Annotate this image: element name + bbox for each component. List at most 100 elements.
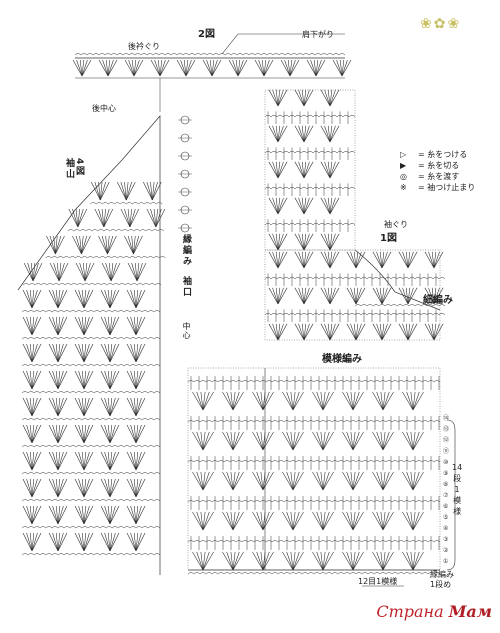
body-middle-panel-fan: [381, 251, 388, 269]
back-neck-fan: [289, 59, 296, 77]
sleeve-fan: [135, 343, 142, 363]
sleeve-fan: [57, 316, 64, 336]
sleeve-fan: [124, 181, 127, 201]
sleeve-fan: [126, 181, 136, 201]
sleeve-fan: [31, 397, 42, 417]
sleeve-fan: [74, 532, 85, 552]
sleeve-fan: [108, 262, 112, 282]
pattern-panel-fan: [196, 551, 204, 571]
sleeve-fan: [56, 262, 60, 282]
body-middle-panel-fan: [329, 323, 336, 341]
body-upper-panel-fan: [277, 125, 281, 143]
pattern-panel-fan: [412, 471, 420, 491]
label-sleeve-cap: 袖山: [64, 158, 74, 180]
body-middle-panel-fan: [324, 251, 331, 269]
sleeve-fan: [29, 316, 33, 336]
pattern-panel-fan: [376, 551, 384, 571]
back-neck-fan: [289, 59, 300, 77]
pattern-panel-fan: [402, 551, 414, 571]
sleeve-fan: [153, 208, 157, 228]
row-number: ①: [443, 558, 448, 565]
row-number: ⑨: [443, 470, 448, 477]
back-neck-fan: [235, 59, 239, 77]
sleeve-fan: [31, 532, 38, 552]
sleeve-fan: [135, 343, 139, 363]
sleeve-fan: [83, 532, 94, 552]
back-neck-fan: [339, 59, 343, 77]
pattern-panel-outline: [187, 367, 441, 571]
body-upper-panel-fan: [324, 161, 331, 179]
sleeve-fan: [135, 289, 139, 309]
sleeve-fan: [55, 397, 59, 417]
body-middle-panel-fan: [379, 287, 383, 305]
pattern-panel-fan: [322, 511, 326, 531]
sleeve-fan: [72, 208, 79, 228]
pattern-panel-fan: [196, 471, 204, 491]
pattern-panel-fan: [412, 511, 416, 531]
sleeve-fan: [135, 505, 142, 525]
body-upper-panel-fan: [301, 125, 305, 143]
sleeve-fan: [135, 370, 139, 390]
pattern-panel-fan: [312, 511, 324, 531]
body-middle-panel-fan: [303, 251, 310, 269]
body-middle-panel-fan: [433, 323, 444, 341]
sleeve-fan: [130, 451, 137, 471]
pattern-panel-fan: [346, 391, 354, 411]
sleeve-fan: [124, 208, 131, 228]
pattern-panel-fan: [262, 431, 270, 451]
pattern-panel-fan: [322, 471, 326, 491]
sleeve-fan: [120, 208, 131, 228]
sleeve-fan: [31, 289, 38, 309]
sleeve-fan: [83, 478, 90, 498]
sleeve-fan: [130, 424, 137, 444]
back-neck-fan: [81, 59, 85, 77]
pattern-panel-fan: [290, 511, 294, 531]
sleeve-chain: [21, 445, 161, 448]
sleeve-fan: [57, 289, 64, 309]
sleeve-fan: [135, 505, 139, 525]
back-neck-fan: [287, 59, 291, 77]
body-middle-panel-fan: [294, 287, 305, 305]
sleeve-fan: [109, 343, 113, 363]
pattern-panel-chain: [187, 540, 441, 543]
pattern-panel-fan: [320, 551, 324, 571]
sleeve-fan: [83, 451, 90, 471]
pattern-panel-fan: [350, 551, 354, 571]
pattern-panel-fan: [382, 431, 394, 451]
sleeve-fan: [26, 451, 33, 471]
back-neck-fan: [180, 59, 187, 77]
back-neck-fan: [185, 59, 189, 77]
sleeve-fan: [74, 343, 85, 363]
sleeve-fan: [83, 370, 94, 390]
sleeve-fan: [77, 208, 88, 228]
back-neck-fan: [289, 59, 293, 77]
sleeve-fan: [83, 370, 87, 390]
pattern-panel-fan: [262, 471, 270, 491]
sleeve-fan: [26, 532, 33, 552]
sleeve-fan: [48, 370, 59, 390]
sleeve-fan: [55, 343, 59, 363]
sleeve-fan: [74, 424, 85, 444]
pattern-panel-fan: [352, 511, 356, 531]
sleeve-fan: [81, 235, 84, 255]
pattern-panel-fan: [200, 391, 204, 411]
body-middle-panel-fan: [298, 287, 305, 305]
pattern-panel-fan: [232, 391, 236, 411]
back-neck-fan: [133, 59, 137, 77]
pattern-panel-fan: [232, 511, 236, 531]
pattern-panel-fan: [412, 431, 420, 451]
body-middle-panel-fan: [353, 287, 357, 305]
body-middle-panel-fan: [398, 323, 409, 341]
sleeve-fan: [29, 397, 33, 417]
body-middle-panel-fan: [372, 323, 383, 341]
pattern-panel-fan: [342, 471, 354, 491]
pattern-panel-fan: [260, 471, 264, 491]
sleeve-fan: [23, 262, 34, 282]
body-middle-panel-fan: [277, 251, 281, 269]
sleeve-chain: [45, 256, 166, 259]
sleeve-fan: [107, 532, 111, 552]
label-edge-knit-sleeve: 縁編み: [181, 234, 191, 267]
sleeve-fan: [103, 208, 110, 228]
pattern-panel-fan: [352, 431, 360, 451]
sleeve-fan: [81, 289, 85, 309]
